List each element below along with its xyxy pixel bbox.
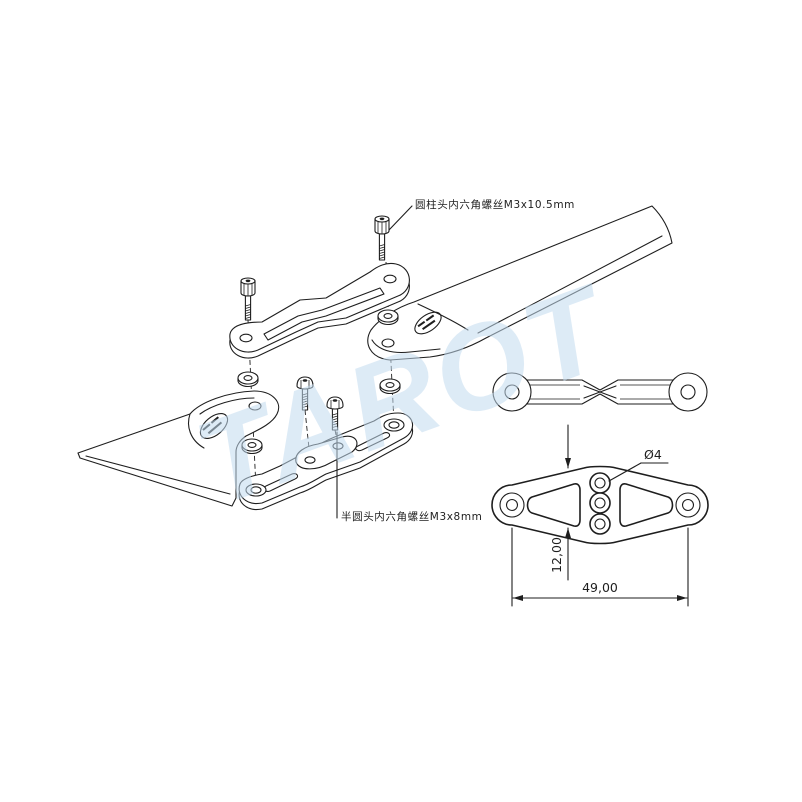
plan-view-end-hole-left [505, 498, 519, 512]
callout-leader [388, 205, 413, 231]
right-propeller-blade [367, 205, 673, 361]
button-screw-1 [296, 376, 314, 411]
emblem-mark [202, 423, 211, 431]
emblem-mark [207, 421, 223, 435]
link-hole-right [383, 274, 397, 284]
button-screw-2 [326, 396, 344, 431]
diameter-leader-tail [608, 462, 642, 482]
blade-root-pivot-hole [248, 401, 262, 411]
boss-screw-hole-1 [304, 456, 316, 464]
screw-shank [378, 233, 386, 261]
plate-end-hole-left [250, 486, 262, 494]
washer-hole [383, 313, 393, 319]
top-screw-spec-label: 圆柱头内六角螺丝M3x10.5mm [415, 198, 575, 211]
screw-thread [332, 413, 338, 428]
top-screw-callout: 圆柱头内六角螺丝M3x10.5mm [388, 198, 575, 231]
hex-socket-icon [379, 217, 385, 221]
side-view-hole-right [680, 384, 696, 400]
washer-left-upper [237, 371, 259, 388]
hole-diameter-label: Ø4 [644, 447, 662, 462]
blade-root-lip [199, 397, 255, 415]
plan-view-pocket-left [526, 483, 581, 527]
dimensions: 12,00 Ø4 49,00 [511, 424, 689, 607]
screw-head-shading [377, 221, 387, 234]
screw-thread [302, 393, 308, 408]
blade-logo-emblem [199, 413, 229, 439]
blade-trailing-edge-line [477, 235, 663, 334]
link-side-view [492, 372, 708, 412]
boss-screw-hole-2 [332, 442, 344, 450]
cap-screw-left [240, 277, 256, 321]
plan-view-end-hole-right [681, 498, 695, 512]
side-view-hole-left [504, 384, 520, 400]
hex-socket-icon [302, 379, 308, 382]
length-dimension-value: 49,00 [582, 580, 618, 595]
side-view-inner-lines [530, 384, 670, 400]
blade-logo-emblem [414, 311, 442, 335]
top-link-plate [229, 262, 410, 359]
bottom-screw-callout: 半圆头内六角螺丝M3x8mm [336, 431, 483, 523]
screw-thread [379, 244, 385, 259]
screw-head-shading [300, 380, 310, 388]
hex-socket-icon [332, 399, 338, 402]
washer-right-upper [377, 309, 399, 326]
screw-head-shading [330, 400, 340, 408]
blade-root-pivot-hole [381, 338, 395, 348]
left-propeller-blade [77, 390, 280, 507]
screw-thread [245, 304, 251, 319]
plan-view-pocket-right [619, 483, 674, 527]
center-hole-bottom [594, 518, 606, 530]
washer-hole [243, 375, 253, 381]
washer-hole [385, 382, 395, 388]
hub-plan-view [491, 465, 709, 545]
height-dimension-value: 12,00 [549, 537, 564, 573]
link-recess-groove [263, 287, 385, 341]
hex-socket-icon [245, 279, 251, 283]
center-hole-top [594, 477, 606, 489]
emblem-outline [199, 413, 229, 439]
blade-root-transition [417, 303, 469, 331]
side-view-twist [583, 385, 617, 399]
link-hole-left [239, 333, 253, 343]
emblem-mark [422, 319, 436, 331]
cap-screw-right [374, 215, 390, 261]
emblem-mark [425, 314, 435, 322]
emblem-mark [210, 416, 219, 424]
center-hole-middle [594, 497, 606, 509]
washer-right-lower [379, 378, 401, 395]
plate-end-hole-right [388, 421, 400, 429]
blade-root-side-face [187, 413, 205, 449]
bottom-screw-spec-label: 半圆头内六角螺丝M3x8mm [341, 510, 483, 523]
emblem-mark [417, 320, 426, 328]
blade-root-side-face [371, 339, 441, 354]
blade-inner-line [85, 455, 231, 495]
bottom-hub-plate [238, 412, 414, 511]
washer-left-lower [241, 438, 263, 455]
washer-hole [247, 442, 257, 448]
link-top-face [229, 262, 410, 353]
emblem-outline [414, 311, 442, 335]
blade-outline [77, 390, 280, 507]
screw-head-shading [243, 283, 253, 296]
